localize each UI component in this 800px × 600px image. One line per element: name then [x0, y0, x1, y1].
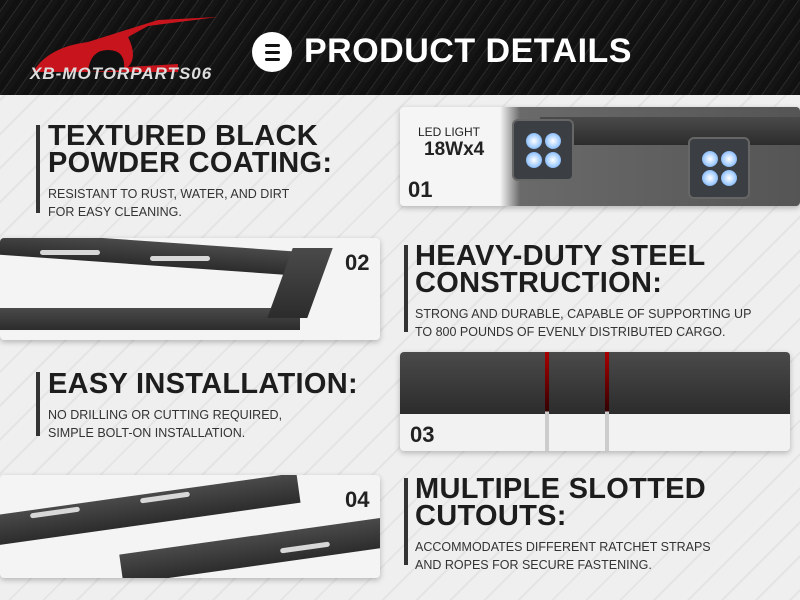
feature-title: EASY INSTALLATION:: [48, 368, 358, 400]
accent-bar: [36, 372, 40, 436]
product-image-bolt-install: 03: [400, 352, 790, 451]
image-number: 02: [345, 250, 370, 275]
accent-bar: [404, 245, 408, 332]
accent-bar: [36, 125, 40, 213]
feature-3: EASY INSTALLATION: NO DRILLING OR CUTTIN…: [48, 368, 358, 442]
product-image-led-lights: LED LIGHT 18Wx4 01: [400, 107, 800, 206]
feature-desc: STRONG AND DURABLE, CAPABLE OF SUPPORTIN…: [415, 307, 752, 339]
product-image-slotted-cutouts: 04: [0, 475, 380, 578]
header-banner: XB-MOTORPARTS06 PRODUCT DETAILS: [0, 0, 800, 95]
brand-logo: [33, 17, 218, 72]
page-title: PRODUCT DETAILS: [304, 32, 632, 70]
list-icon: [252, 32, 292, 72]
led-label: LED LIGHT: [418, 125, 481, 139]
image-number: 01: [408, 177, 433, 202]
accent-bar: [404, 478, 408, 565]
led-wattage: 18Wx4: [424, 139, 485, 160]
image-number: 03: [410, 422, 435, 447]
product-image-steel-frame: 02: [0, 238, 380, 340]
image-number: 04: [345, 487, 370, 512]
feature-desc: NO DRILLING OR CUTTING REQUIRED,SIMPLE B…: [48, 408, 283, 440]
brand-name: XB-MOTORPARTS06: [30, 64, 213, 83]
